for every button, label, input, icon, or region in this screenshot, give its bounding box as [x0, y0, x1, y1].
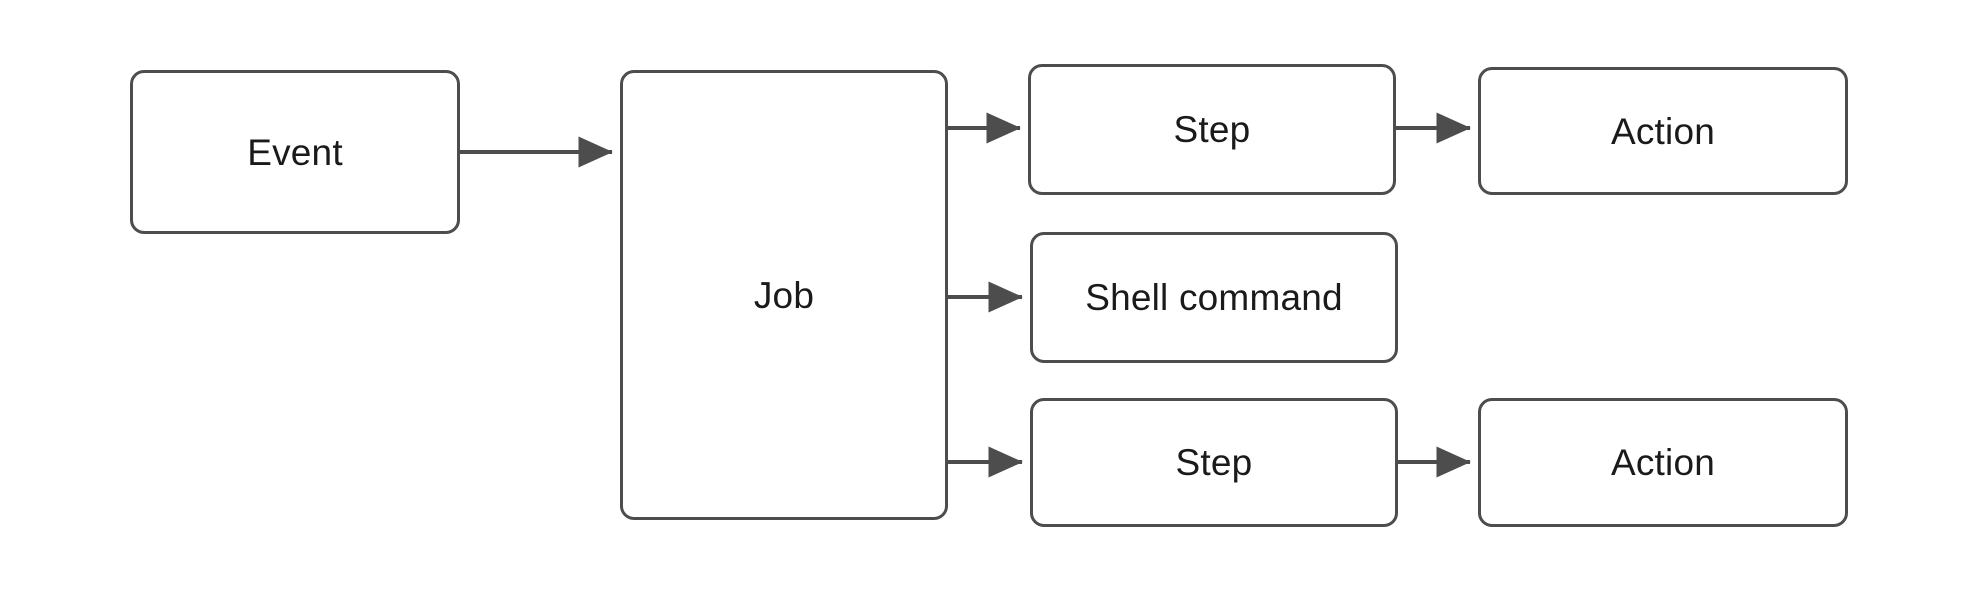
node-step-top[interactable]: Step — [1028, 64, 1396, 195]
node-action-bottom[interactable]: Action — [1478, 398, 1848, 527]
node-job[interactable]: Job — [620, 70, 948, 520]
node-job-label: Job — [753, 274, 815, 316]
node-step-top-label: Step — [1173, 109, 1251, 150]
node-action-bottom-label: Action — [1610, 442, 1716, 483]
node-shell-command[interactable]: Shell command — [1030, 232, 1398, 363]
node-event[interactable]: Event — [130, 70, 460, 234]
node-action-top[interactable]: Action — [1478, 67, 1848, 195]
node-shell-command-label: Shell command — [1085, 277, 1343, 318]
node-step-bottom-label: Step — [1175, 442, 1253, 483]
node-step-bottom[interactable]: Step — [1030, 398, 1398, 527]
node-action-top-label: Action — [1610, 110, 1716, 152]
node-event-label: Event — [247, 131, 343, 173]
